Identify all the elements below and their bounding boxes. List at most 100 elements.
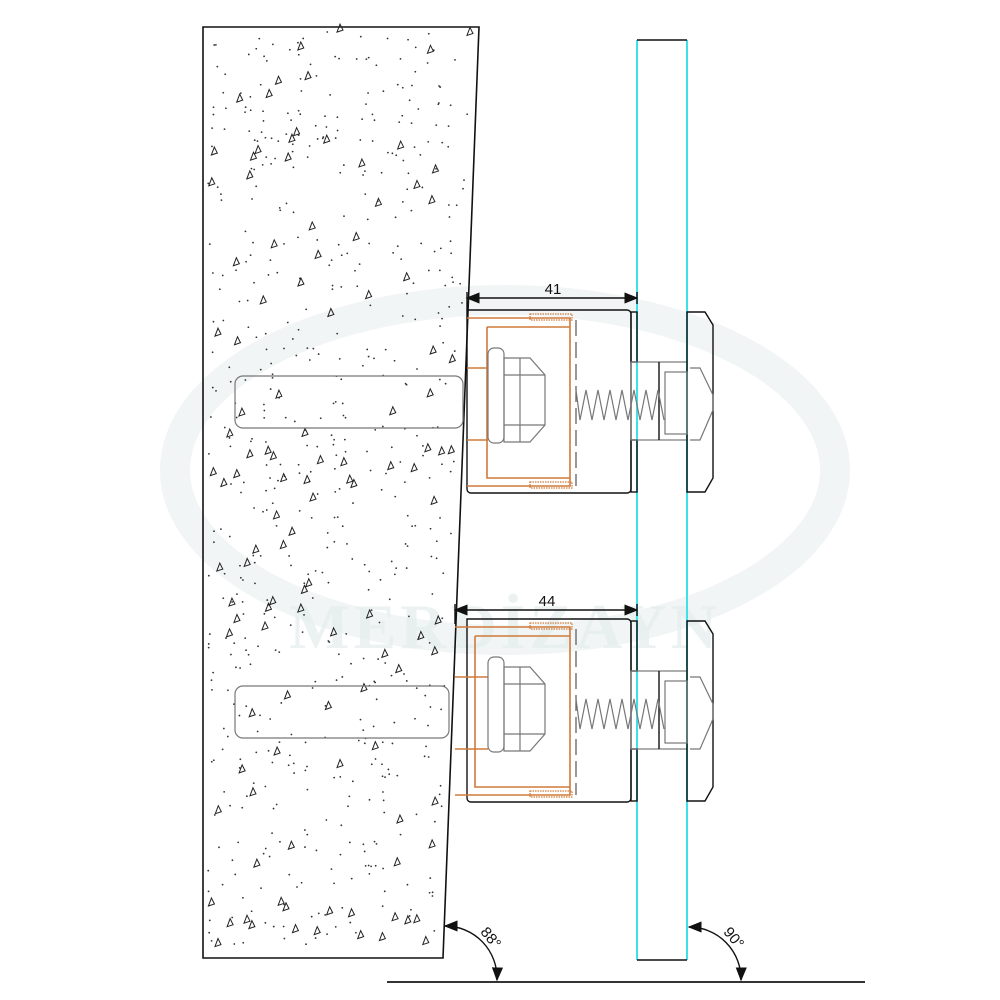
aggregate-dot bbox=[220, 193, 222, 196]
aggregate-dot bbox=[426, 62, 429, 64]
aggregate-dot bbox=[382, 791, 384, 793]
aggregate-dot bbox=[362, 843, 365, 846]
aggregate-triangle bbox=[304, 577, 313, 588]
concrete-wall bbox=[202, 22, 480, 959]
aggregate-dot bbox=[364, 864, 367, 867]
aggregate-dot bbox=[266, 599, 269, 601]
aggregate-dot bbox=[444, 382, 447, 385]
aggregate-dot bbox=[262, 120, 265, 122]
aggregate-triangle bbox=[403, 914, 412, 925]
aggregate-dot bbox=[253, 507, 255, 509]
aggregate-dot bbox=[273, 616, 276, 619]
aggregate-dot bbox=[278, 206, 281, 209]
aggregate-dot bbox=[309, 63, 312, 66]
aggregate-dot bbox=[306, 444, 309, 447]
aggregate-dot bbox=[414, 46, 417, 49]
aggregate-dot bbox=[351, 558, 354, 560]
aggregate-dot bbox=[341, 525, 344, 528]
aggregate-dot bbox=[438, 793, 441, 796]
aggregate-dot bbox=[283, 242, 285, 245]
aggregate-dot bbox=[373, 119, 376, 122]
spring bbox=[575, 698, 665, 730]
aggregate-dot bbox=[355, 58, 358, 60]
aggregate-dot bbox=[275, 524, 278, 527]
aggregate-dot bbox=[319, 417, 322, 420]
aggregate-dot bbox=[449, 240, 452, 243]
aggregate-dot bbox=[378, 621, 381, 624]
aggregate-dot bbox=[341, 676, 344, 678]
aggregate-dot bbox=[396, 83, 399, 86]
aggregate-dot bbox=[454, 58, 456, 61]
aggregate-dot bbox=[346, 543, 348, 545]
aggregate-triangle bbox=[380, 648, 389, 659]
aggregate-dot bbox=[427, 724, 429, 727]
aggregate-dot bbox=[396, 245, 399, 248]
aggregate-dot bbox=[315, 74, 318, 77]
aggregate-dot bbox=[300, 90, 303, 92]
aggregate-triangle bbox=[448, 353, 457, 364]
aggregate-dot bbox=[332, 443, 335, 446]
aggregate-dot bbox=[449, 104, 452, 107]
aggregate-triangle bbox=[394, 663, 403, 674]
aggregate-dot bbox=[222, 597, 225, 600]
aggregate-dot bbox=[382, 867, 385, 870]
aggregate-dot bbox=[213, 530, 215, 533]
aggregate-dot bbox=[424, 694, 427, 697]
aggregate-triangle bbox=[393, 856, 401, 867]
aggregate-dot bbox=[334, 400, 337, 403]
aggregate-dot bbox=[208, 633, 211, 635]
aggregate-dot bbox=[334, 490, 337, 493]
aggregate-dot bbox=[381, 905, 384, 908]
aggregate-dot bbox=[441, 141, 444, 144]
aggregate-dot bbox=[233, 703, 235, 706]
aggregate-dot bbox=[414, 524, 417, 527]
aggregate-dot bbox=[350, 662, 352, 665]
aggregate-dot bbox=[246, 299, 249, 302]
aggregate-triangle bbox=[277, 896, 285, 907]
aggregate-dot bbox=[441, 317, 443, 320]
aggregate-dot bbox=[218, 846, 220, 849]
aggregate-dot bbox=[306, 765, 308, 768]
aggregate-dot bbox=[423, 755, 426, 758]
aggregate-dot bbox=[279, 840, 281, 843]
aggregate-dot bbox=[308, 359, 311, 361]
aggregate-triangle bbox=[287, 839, 296, 851]
aggregate-dot bbox=[348, 795, 351, 798]
aggregate-triangle bbox=[226, 917, 234, 928]
aggregate-dot bbox=[213, 44, 216, 46]
aggregate-dot bbox=[377, 658, 380, 660]
aggregate-dot bbox=[382, 799, 385, 802]
aggregate-triangle bbox=[386, 460, 395, 471]
aggregate-dot bbox=[223, 426, 226, 429]
aggregate-dot bbox=[265, 464, 268, 466]
aggregate-triangle bbox=[270, 238, 278, 249]
aggregate-dot bbox=[249, 440, 252, 443]
aggregate-dot bbox=[207, 643, 210, 645]
aggregate-dot bbox=[339, 853, 342, 856]
aggregate-dot bbox=[362, 174, 365, 176]
aggregate-dot bbox=[269, 477, 271, 479]
aggregate-dot bbox=[333, 540, 336, 543]
aggregate-dot bbox=[210, 940, 213, 942]
anchor-rod-top bbox=[234, 375, 464, 429]
aggregate-dot bbox=[285, 202, 288, 205]
aggregate-dot bbox=[212, 106, 215, 109]
aggregate-dot bbox=[363, 742, 366, 745]
aggregate-dot bbox=[314, 680, 317, 683]
aggregate-triangle bbox=[350, 478, 358, 489]
aggregate-triangle bbox=[225, 427, 234, 438]
aggregate-dot bbox=[336, 332, 339, 335]
aggregate-dot bbox=[364, 170, 366, 173]
aggregate-triangle bbox=[214, 326, 222, 337]
aggregate-dot bbox=[435, 540, 438, 543]
aggregate-dot bbox=[368, 570, 371, 573]
aggregate-dot bbox=[452, 460, 455, 463]
aggregate-dot bbox=[286, 112, 289, 115]
angle-arc-glass bbox=[687, 921, 747, 982]
aggregate-dot bbox=[340, 254, 343, 257]
aggregate-dot bbox=[427, 269, 430, 272]
aggregate-dot bbox=[242, 941, 245, 944]
aggregate-triangle bbox=[374, 197, 383, 208]
aggregate-dot bbox=[321, 571, 324, 574]
aggregate-dot bbox=[239, 92, 242, 95]
